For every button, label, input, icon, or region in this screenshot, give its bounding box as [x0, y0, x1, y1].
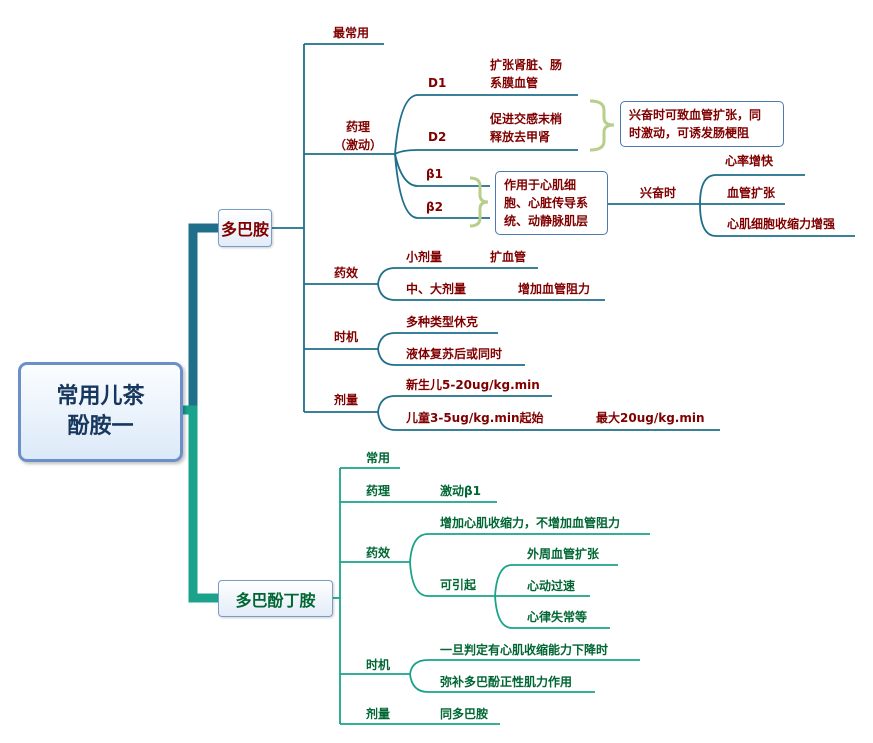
dose-child[interactable]: 儿童3-5ug/kg.min起始 — [406, 411, 544, 425]
outcome-heart-rate[interactable]: 心率增快 — [725, 154, 774, 168]
bracket-d2 — [589, 99, 615, 152]
excited-label[interactable]: 兴奋时 — [640, 186, 677, 200]
beta-target-line3: 统、动静脉肌层 — [504, 214, 589, 228]
d2-note-box[interactable]: 兴奋时可致血管扩张，同 时激动，可诱发肠梗阻 — [620, 101, 784, 147]
efficacy-main[interactable]: 增加心肌收缩力，不增加血管阻力 — [440, 516, 621, 530]
timing-shock[interactable]: 多种类型休克 — [406, 315, 479, 329]
beta-target-line2: 胞、心脏传导系 — [504, 196, 589, 210]
dose-max[interactable]: 最大20ug/kg.min — [596, 411, 705, 425]
d1-effect-line2: 系膜血管 — [490, 76, 539, 90]
mid-large-dose[interactable]: 中、大剂量 — [406, 282, 467, 296]
dose-neonate[interactable]: 新生儿5-20ug/kg.min — [406, 378, 540, 392]
dopamine-timing[interactable]: 时机 — [334, 330, 359, 344]
d2-effect-line2: 释放去甲肾 — [490, 130, 551, 144]
beta-target-box[interactable]: 作用于心肌细 胞、心脏传导系 统、动静脉肌层 — [495, 171, 608, 235]
root-title-line1: 常用儿茶 — [56, 384, 145, 409]
d2-note-line2: 时激动，可诱发肠梗阻 — [629, 126, 750, 140]
dobutamine-title: 多巴酚丁胺 — [235, 590, 316, 610]
root-topic[interactable]: 常用儿茶 酚胺一 — [18, 362, 183, 462]
dopamine-dose[interactable]: 剂量 — [334, 393, 359, 407]
dopamine-pharmacology[interactable]: 药理 （激动） — [334, 118, 382, 154]
dobutamine-timing[interactable]: 时机 — [366, 658, 391, 672]
pharmacology-label-line1: 药理 — [346, 120, 371, 134]
beta-target-line1: 作用于心肌细 — [504, 178, 577, 192]
dobutamine-efficacy[interactable]: 药效 — [366, 546, 391, 560]
d2-effect-line1: 促进交感末梢 — [490, 112, 563, 126]
pharmacology-label-line2: （激动） — [334, 138, 383, 152]
timing-contractility-decline[interactable]: 一旦判定有心肌收缩能力下降时 — [440, 643, 609, 657]
dopamine-most-common[interactable]: 最常用 — [333, 26, 370, 40]
beta1-label[interactable]: β1 — [426, 167, 443, 181]
small-dose[interactable]: 小剂量 — [406, 250, 443, 264]
d2-label[interactable]: D2 — [428, 130, 447, 144]
side-effect-vasodilation[interactable]: 外周血管扩张 — [527, 547, 600, 561]
small-dose-effect[interactable]: 扩血管 — [490, 250, 527, 264]
dobutamine-pharmacology[interactable]: 药理 — [366, 484, 391, 498]
d2-effect[interactable]: 促进交感末梢 释放去甲肾 — [490, 110, 562, 146]
d1-effect-line1: 扩张肾脏、肠 — [490, 58, 563, 72]
dopamine-topic[interactable]: 多巴胺 — [218, 209, 272, 247]
beta2-label[interactable]: β2 — [426, 200, 443, 214]
mid-large-dose-effect[interactable]: 增加血管阻力 — [518, 282, 591, 296]
d1-label[interactable]: D1 — [428, 76, 447, 90]
timing-fluid-resuscitation[interactable]: 液体复苏后或同时 — [406, 347, 503, 361]
timing-supplement[interactable]: 弥补多巴酚正性肌力作用 — [440, 675, 573, 689]
d1-effect[interactable]: 扩张肾脏、肠 系膜血管 — [490, 56, 562, 92]
bracket-beta — [469, 176, 489, 228]
dopamine-title: 多巴胺 — [220, 220, 269, 239]
dobutamine-pharmacology-value[interactable]: 激动β1 — [440, 484, 481, 498]
dobutamine-dose-value[interactable]: 同多巴胺 — [440, 707, 489, 721]
may-cause[interactable]: 可引起 — [440, 578, 477, 592]
outcome-vasodilation[interactable]: 血管扩张 — [727, 186, 776, 200]
side-effect-tachycardia[interactable]: 心动过速 — [527, 579, 576, 593]
dobutamine-dose[interactable]: 剂量 — [366, 707, 391, 721]
dobutamine-topic[interactable]: 多巴酚丁胺 — [218, 580, 333, 617]
root-title-line2: 酚胺一 — [67, 414, 134, 439]
d2-note-line1: 兴奋时可致血管扩张，同 — [629, 108, 762, 122]
outcome-contractility[interactable]: 心肌细胞收缩力增强 — [727, 217, 836, 231]
dobutamine-common[interactable]: 常用 — [366, 451, 391, 465]
dopamine-efficacy[interactable]: 药效 — [334, 266, 359, 280]
side-effect-arrhythmia[interactable]: 心律失常等 — [527, 610, 588, 624]
